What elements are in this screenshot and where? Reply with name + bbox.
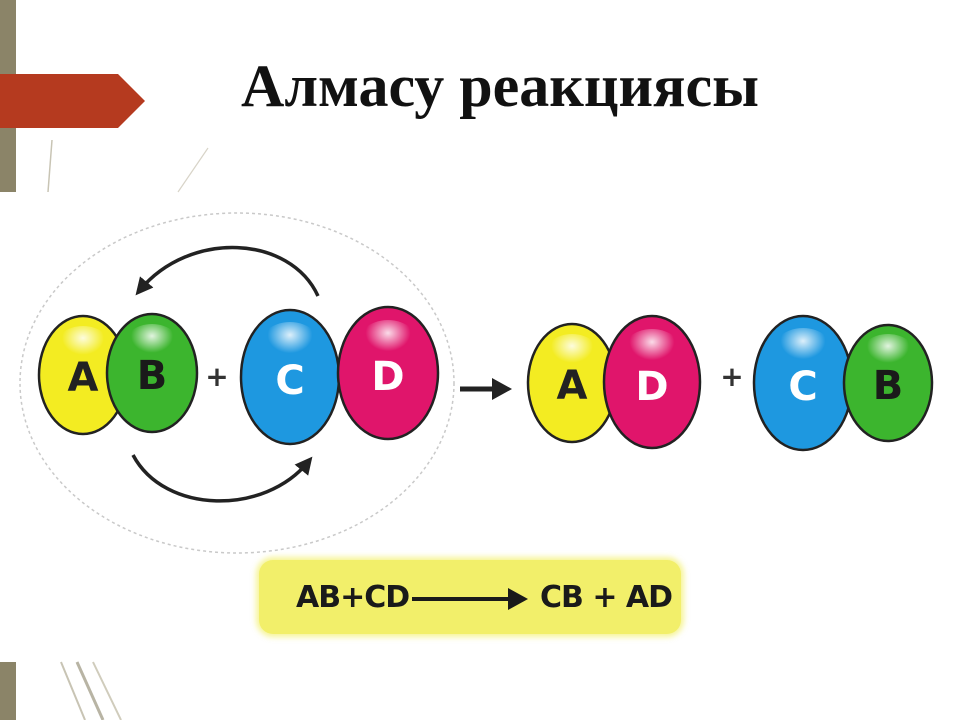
plus-sign: +: [205, 360, 228, 393]
reactants-highlight-circle: [19, 212, 455, 554]
equation-products: CB + AD: [540, 580, 673, 615]
atom-c-product: C: [752, 314, 854, 452]
atom-label: C: [788, 364, 817, 410]
atom-b-reactant: B: [105, 312, 199, 434]
atom-label: A: [68, 355, 99, 401]
plus-sign: +: [720, 360, 743, 393]
atom-d-reactant: D: [336, 305, 440, 441]
title-tab-arrow: [0, 74, 145, 128]
slide-title: Алмасу реакциясы: [241, 53, 759, 119]
atom-label: D: [635, 364, 668, 410]
atom-c-reactant: C: [239, 308, 341, 446]
atom-label: B: [137, 353, 168, 399]
decorative-lines-bottom: [60, 661, 122, 720]
atom-label: A: [557, 363, 588, 409]
atom-a-product: A: [526, 322, 618, 444]
atom-label: C: [275, 358, 304, 404]
side-bar-decoration-bottom: [0, 662, 16, 720]
atom-a-reactant: A: [37, 314, 129, 436]
swap-arrow-top: [135, 245, 320, 297]
reaction-arrow: [460, 378, 512, 400]
swap-arrow-bottom: [131, 454, 313, 503]
atom-d-product: D: [602, 314, 702, 450]
equation-arrow: [412, 588, 528, 610]
atom-label: D: [371, 354, 404, 400]
atom-label: B: [873, 363, 904, 409]
decorative-lines: [47, 139, 209, 193]
equation-reactants: AB+CD: [296, 580, 410, 615]
atom-b-product: B: [842, 323, 934, 443]
